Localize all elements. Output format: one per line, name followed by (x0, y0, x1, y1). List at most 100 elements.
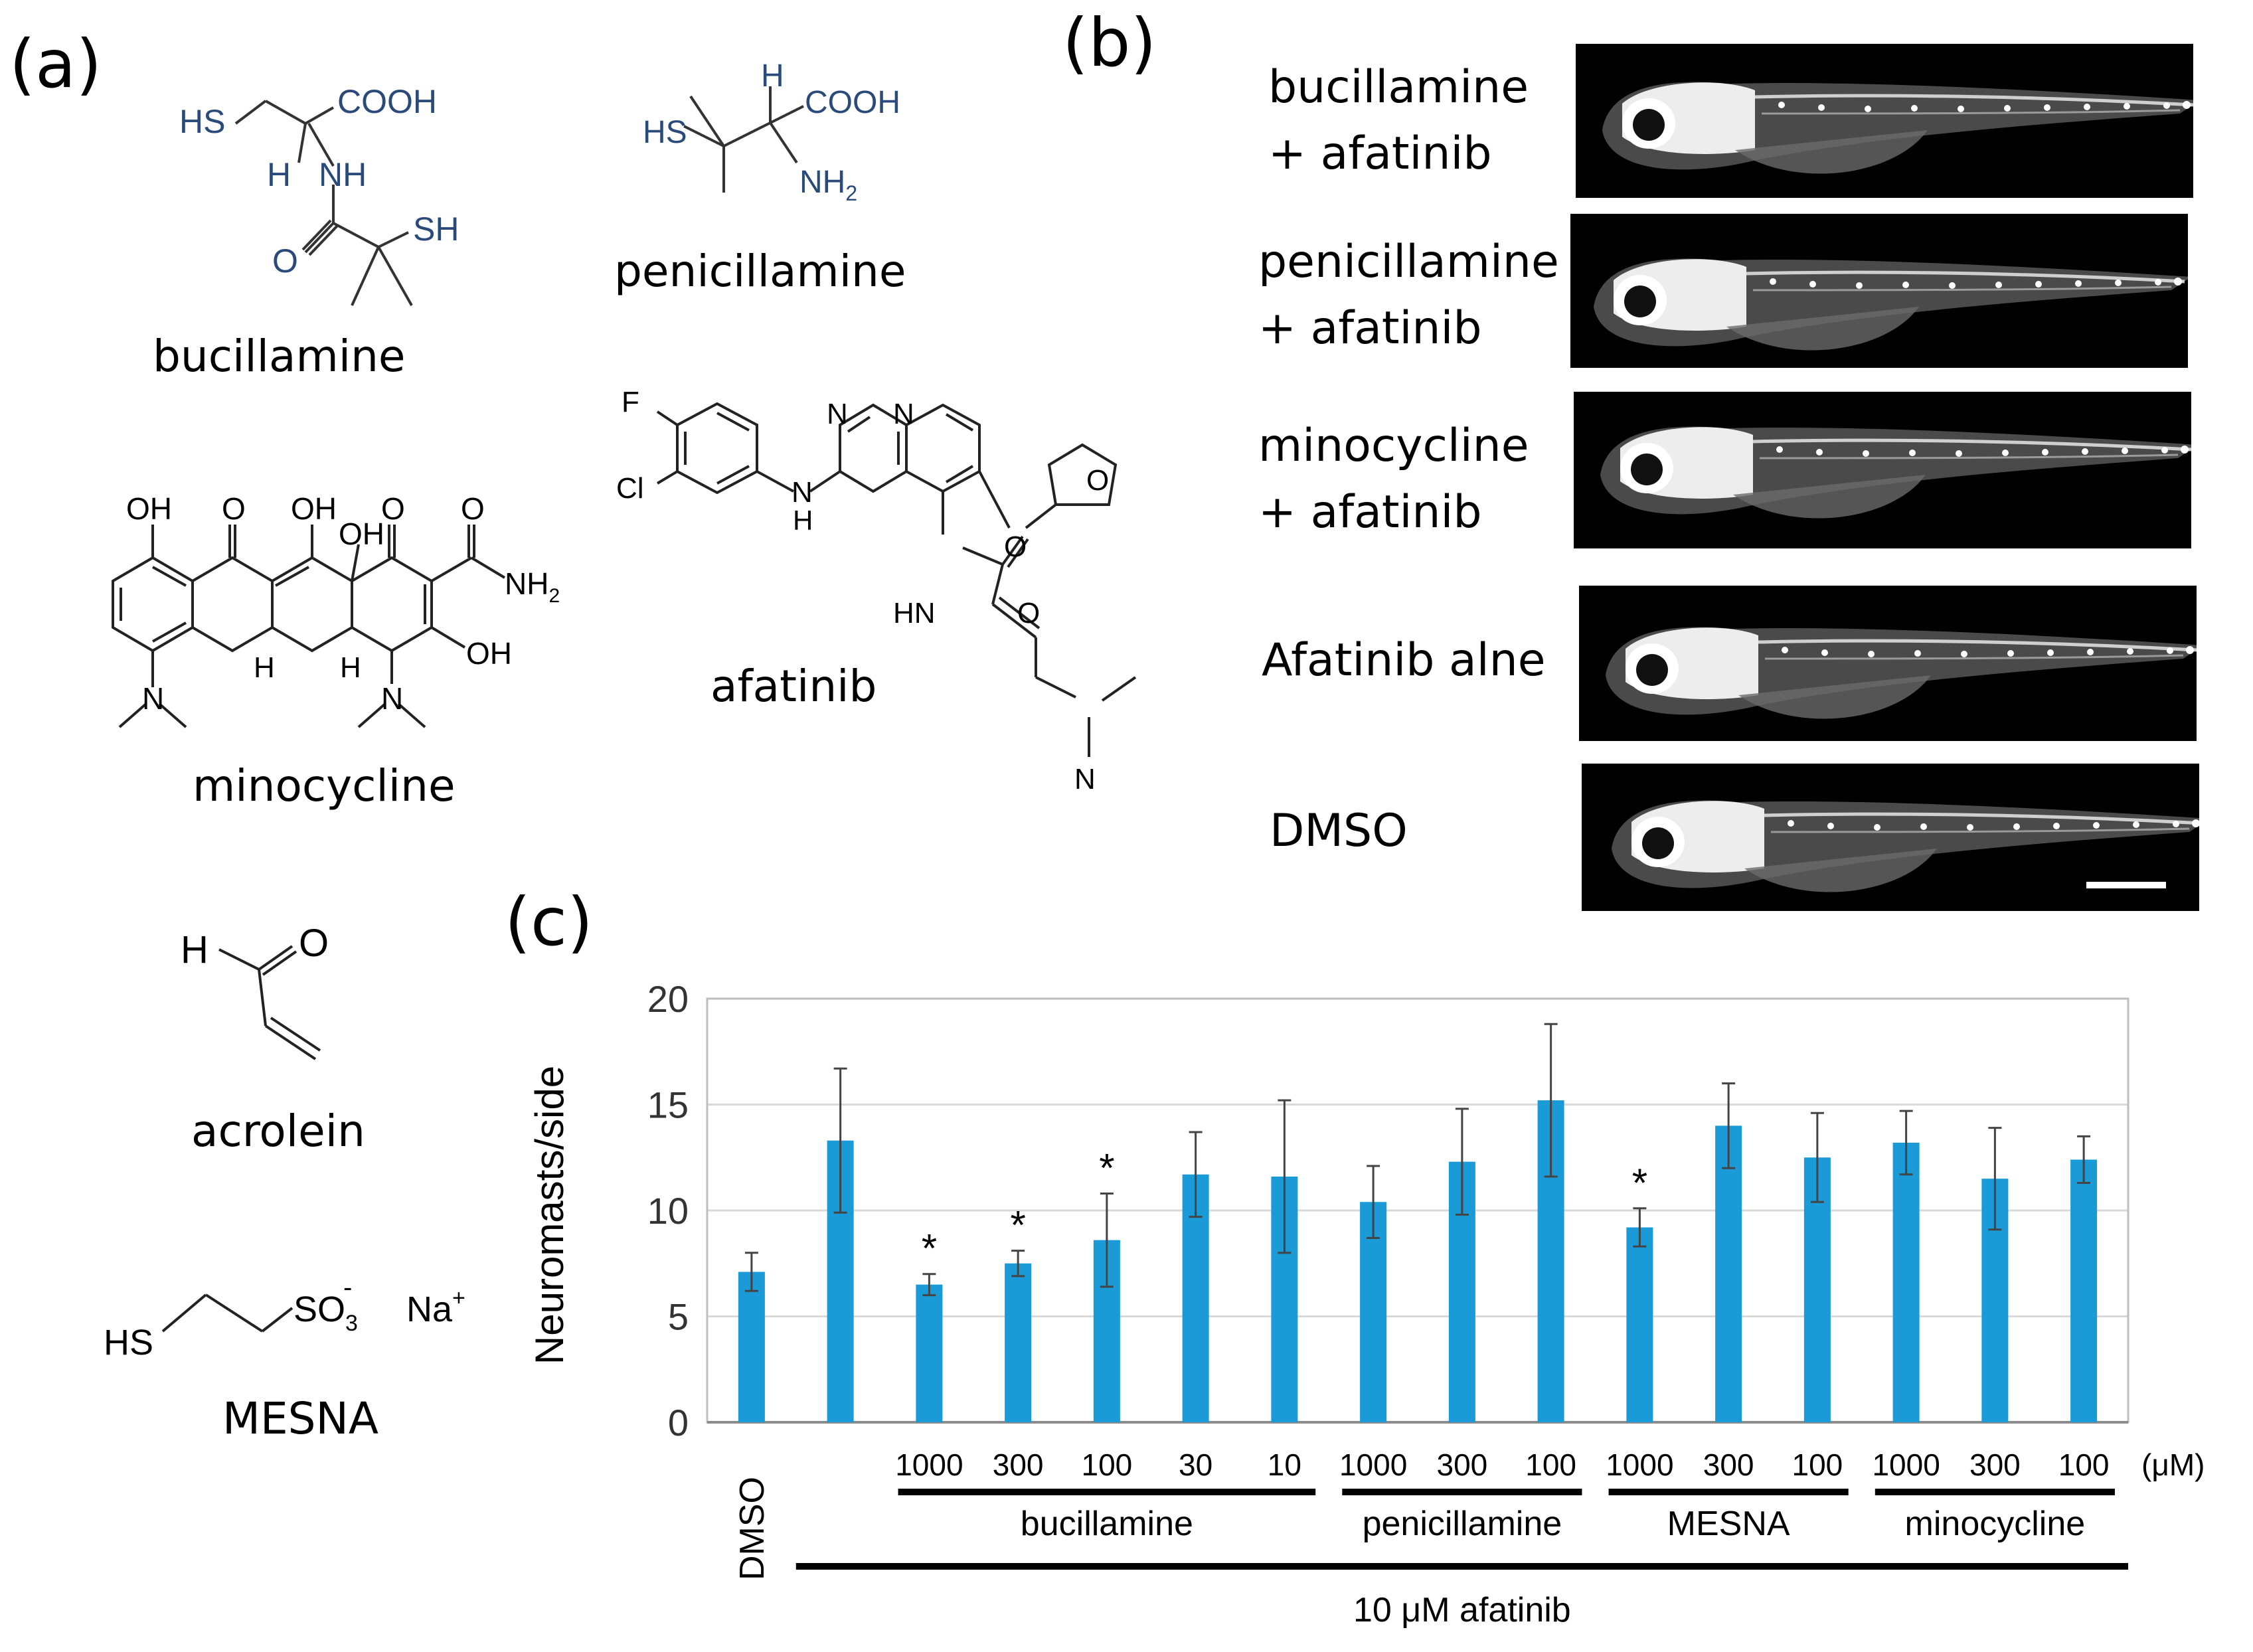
atom-hs: HS (643, 115, 687, 150)
atom-nh2: NH2 (799, 165, 857, 205)
treatment-label: 10 μM afatinib (1353, 1591, 1571, 1629)
atom-h: H (181, 928, 209, 971)
atom-n: N (381, 681, 403, 716)
penicillamine-structure: HS H COOH NH2 (643, 60, 900, 205)
atom-o: O (299, 922, 329, 965)
group-label: penicillamine (1363, 1505, 1562, 1543)
x-tick-label: 30 (1179, 1447, 1212, 1482)
bucillamine-label: bucillamine (153, 331, 406, 382)
atom-nh2: NH2 (505, 566, 560, 607)
atom-o: O (222, 491, 246, 526)
minocycline-label: minocycline (193, 760, 456, 811)
atom-o: O (1017, 597, 1040, 629)
mesna-label: MESNA (222, 1393, 379, 1444)
bar (916, 1284, 943, 1422)
acrolein-structure: H O (181, 922, 329, 1060)
atom-n: N (142, 681, 164, 716)
fish-image-afatinib-alone (1579, 586, 2197, 741)
y-axis-label: Neuromasts/side (527, 1066, 572, 1364)
bucillamine-structure: HS COOH H NH SH O (179, 83, 459, 306)
bar (1715, 1125, 1742, 1422)
x-tick-label: 300 (1969, 1447, 2021, 1482)
atom-oh: OH (291, 491, 337, 526)
atom-hn: HN (893, 597, 936, 629)
atom-h: H (267, 156, 291, 193)
bar (1005, 1263, 1032, 1422)
fish-label-bucillamine: bucillamine + afatinib (1268, 61, 1529, 180)
fish-image-dmso (1582, 764, 2199, 911)
x-tick-label: 300 (993, 1447, 1044, 1482)
atom-na: Na+ (406, 1285, 465, 1329)
chart-axes (706, 997, 2129, 1424)
atom-oh: OH (339, 517, 384, 551)
afatinib-label: afatinib (710, 661, 877, 712)
fish-image-penicillamine (1570, 214, 2188, 368)
atom-o: O (461, 491, 485, 526)
x-tick-label: 300 (1703, 1447, 1754, 1482)
atom-cl: Cl (616, 472, 644, 505)
atom-oh: OH (126, 491, 172, 526)
atom-f: F (622, 386, 639, 418)
x-tick-label: 10 (1268, 1447, 1301, 1482)
atom-oh: OH (466, 636, 512, 671)
atom-cooh: COOH (805, 85, 900, 120)
mesna-structure: HS SO3- Na+ (104, 1273, 465, 1363)
fish-image-bucillamine (1576, 44, 2193, 198)
panel-label-c: (c) (505, 883, 594, 961)
chart-bars (738, 1023, 2098, 1422)
atom-o: O (272, 242, 298, 280)
afatinib-structure: F Cl N H N N O O HN O N (616, 386, 1137, 795)
acrolein-label: acrolein (191, 1106, 365, 1157)
penicillamine-label: penicillamine (614, 246, 906, 297)
minocycline-structure: OH O OH OH O O NH2 OH N H H N (112, 491, 560, 728)
atom-so3: SO3- (293, 1273, 358, 1336)
y-tick-label: 0 (668, 1402, 689, 1444)
panel-label-b: (b) (1062, 4, 1157, 82)
x-tick-label: 100 (1525, 1447, 1576, 1482)
significance-marker: * (922, 1226, 937, 1271)
atom-o: O (1086, 464, 1109, 497)
y-tick-label: 15 (647, 1084, 689, 1126)
bar (738, 1272, 765, 1422)
fish-image-minocycline (1574, 392, 2191, 548)
scale-bar (2086, 882, 2166, 888)
x-tick-label: 100 (1082, 1447, 1133, 1482)
atom-n: N (827, 398, 848, 430)
atom-o: O (381, 491, 405, 526)
x-tick-label: 100 (2058, 1447, 2110, 1482)
y-tick-label: 20 (647, 978, 689, 1020)
significance-marker: * (1632, 1161, 1647, 1205)
panel-label-a: (a) (9, 25, 102, 103)
bar (1626, 1227, 1653, 1422)
chart-grid (707, 1104, 2128, 1317)
group-bar (1608, 1489, 1849, 1495)
group-label: minocycline (1905, 1505, 2086, 1543)
fish-label-dmso: DMSO (1270, 805, 1408, 857)
atom-cooh: COOH (337, 83, 437, 120)
x-tick-label: 1000 (1339, 1447, 1407, 1482)
x-tick-label: 1000 (1872, 1447, 1940, 1482)
group-label: bucillamine (1021, 1505, 1193, 1543)
bar (1892, 1142, 1920, 1422)
x-tick-label: 1000 (895, 1447, 963, 1482)
atom-o: O (1004, 531, 1027, 563)
atom-n: N (792, 476, 813, 509)
atom-hs: HS (179, 103, 225, 140)
significance-marker: * (1099, 1145, 1114, 1190)
group-label: MESNA (1667, 1505, 1790, 1543)
y-tick-label: 10 (647, 1190, 689, 1232)
y-tick-label: 5 (668, 1296, 689, 1338)
group-bar (1875, 1489, 2115, 1495)
significance-marker: * (1010, 1203, 1025, 1248)
atom-sh: SH (413, 210, 459, 248)
atom-h: H (761, 60, 784, 94)
treatment-bar (795, 1563, 2128, 1570)
atom-n: N (893, 398, 914, 430)
fish-label-penicillamine: penicillamine + afatinib (1258, 236, 1559, 355)
atom-n: N (1074, 763, 1096, 795)
bar (2070, 1159, 2098, 1422)
x-tick-label: 300 (1437, 1447, 1488, 1482)
unit-label: (μM) (2141, 1447, 2205, 1482)
atom-nh: NH (319, 156, 367, 193)
